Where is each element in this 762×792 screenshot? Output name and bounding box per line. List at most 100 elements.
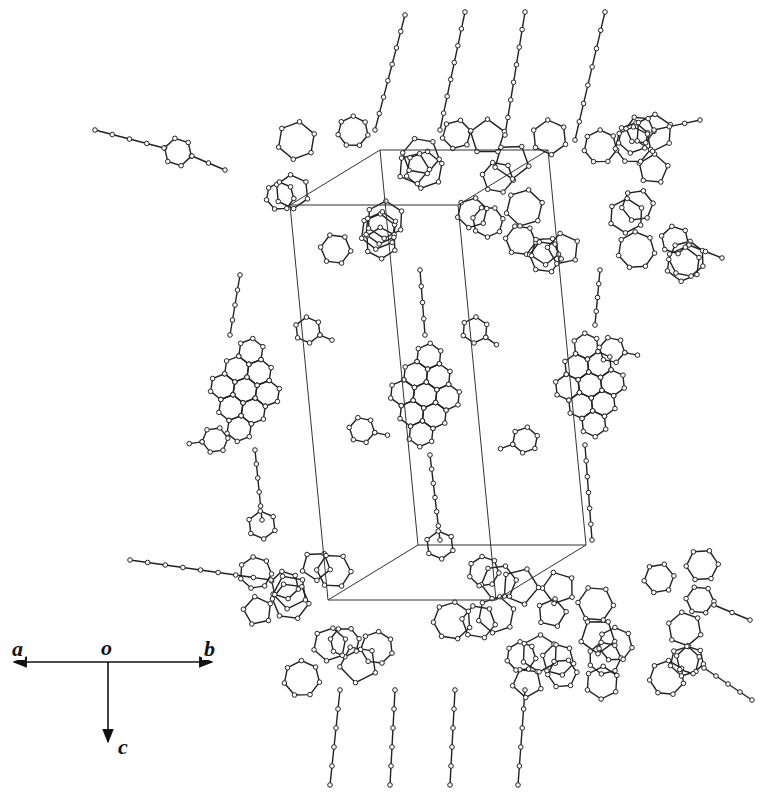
atom	[436, 524, 441, 529]
atom	[359, 236, 364, 241]
atom	[516, 783, 521, 788]
bond	[192, 156, 225, 170]
atom	[315, 631, 320, 636]
atom	[258, 509, 263, 514]
atom	[305, 197, 310, 202]
atom	[586, 671, 591, 676]
atom	[245, 375, 250, 380]
atom	[300, 578, 305, 583]
bond	[686, 587, 714, 613]
atom	[505, 659, 510, 664]
atom	[377, 242, 382, 247]
atom	[264, 198, 269, 203]
atom	[473, 229, 478, 234]
atom	[552, 659, 557, 664]
atom	[231, 392, 236, 397]
atom	[357, 636, 362, 641]
atom	[415, 181, 420, 186]
atom	[348, 249, 353, 254]
atom	[692, 585, 697, 590]
atom	[665, 269, 670, 274]
atom	[438, 349, 443, 354]
atom	[611, 603, 616, 608]
atom	[472, 341, 477, 346]
atom	[534, 237, 539, 242]
atom	[646, 116, 651, 121]
atom	[576, 377, 581, 382]
atom	[291, 157, 296, 162]
atom	[667, 252, 672, 257]
atom	[641, 189, 646, 194]
atom	[339, 261, 344, 266]
atom	[595, 295, 600, 300]
atom	[241, 401, 246, 406]
bond	[330, 690, 340, 785]
atom	[304, 315, 309, 320]
bond	[272, 571, 299, 598]
atom	[408, 424, 413, 429]
atom	[511, 607, 516, 612]
atom	[378, 225, 383, 230]
atom	[393, 248, 398, 253]
atom	[372, 430, 377, 435]
unit-cell	[290, 150, 586, 600]
atom	[601, 618, 606, 623]
atom	[517, 764, 522, 769]
bond	[243, 597, 270, 624]
atom	[364, 440, 369, 445]
atom	[253, 448, 258, 453]
axis-ab	[14, 661, 212, 663]
bond	[578, 588, 613, 620]
atom	[621, 373, 626, 378]
atom	[473, 196, 478, 201]
atom	[682, 121, 687, 126]
atom	[239, 563, 244, 568]
atom	[449, 764, 454, 769]
atom	[389, 764, 394, 769]
atom	[370, 648, 375, 653]
cell-edge	[328, 545, 418, 600]
atom	[448, 369, 453, 374]
atom	[328, 783, 333, 788]
atom	[440, 136, 445, 141]
atom	[276, 199, 281, 204]
atom	[420, 300, 425, 305]
atom	[279, 126, 284, 131]
atom	[469, 561, 474, 566]
atom	[600, 388, 605, 393]
atom	[471, 604, 476, 609]
atom	[439, 557, 444, 562]
atom	[582, 148, 587, 153]
atom	[611, 134, 616, 139]
atom	[521, 660, 526, 665]
atom	[269, 578, 274, 583]
atom	[697, 255, 702, 260]
atom	[577, 390, 582, 395]
atom	[271, 514, 276, 519]
atom	[263, 404, 268, 409]
atom	[380, 661, 385, 666]
atom	[598, 375, 603, 380]
bond	[463, 317, 486, 343]
atom	[420, 419, 425, 424]
atom	[165, 159, 170, 164]
atom	[490, 631, 495, 636]
atom	[750, 698, 755, 703]
atom	[347, 425, 352, 430]
atom	[468, 128, 473, 133]
atom	[635, 353, 640, 358]
atom	[673, 243, 678, 248]
atom	[630, 139, 635, 144]
atom	[233, 303, 238, 308]
atom	[597, 345, 602, 350]
atom	[695, 272, 700, 277]
atom	[390, 240, 395, 245]
atom	[467, 625, 472, 630]
atom	[328, 567, 333, 572]
atom	[621, 657, 626, 662]
atom	[351, 437, 356, 442]
atom	[241, 401, 246, 406]
atom	[559, 257, 564, 262]
cell-edge	[328, 600, 496, 601]
